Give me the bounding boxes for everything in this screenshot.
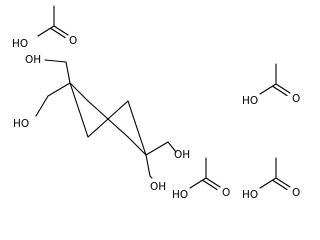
acetic-acid-1: HO O	[12, 5, 77, 50]
hydroxyl-label: HO	[172, 189, 188, 201]
structure-canvas: HO O HO O HO O HO O	[12, 5, 300, 201]
acetic-acid-2: HO O	[242, 63, 300, 107]
hydroxyl-label: OH	[174, 149, 190, 161]
hydroxyl-label: OH	[25, 54, 41, 66]
hydroxyl-label: HO	[242, 189, 258, 201]
carbonyl-oxygen-label: O	[292, 93, 300, 105]
acetic-acid-4: HO O	[242, 157, 300, 201]
carbonyl-oxygen-label: O	[69, 35, 77, 47]
spiroheptane-tetramethanol: OH HO OH OH	[13, 54, 190, 193]
hydroxyl-label: HO	[12, 38, 28, 50]
hydroxyl-label: HO	[13, 118, 29, 130]
carbonyl-oxygen-label: O	[292, 187, 300, 199]
acetic-acid-3: HO O	[172, 157, 230, 201]
chemical-structure: HO O HO O HO O HO O	[12, 5, 300, 201]
hydroxyl-label: OH	[150, 181, 166, 193]
carbonyl-oxygen-label: O	[222, 187, 230, 199]
hydroxyl-label: HO	[242, 95, 258, 107]
